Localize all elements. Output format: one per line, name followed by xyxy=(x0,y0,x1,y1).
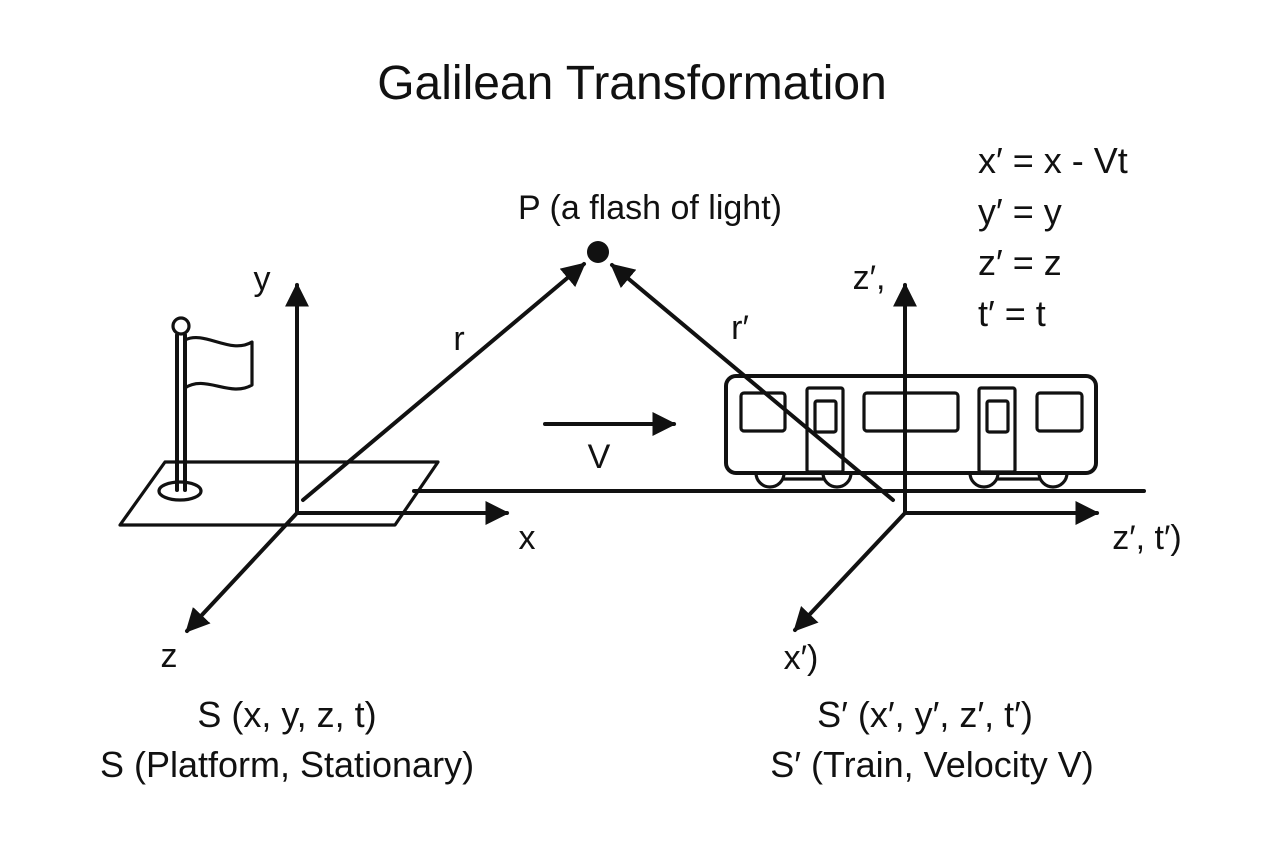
s-prime-horizontal-axis-label: z′, t′) xyxy=(1112,519,1181,557)
platform xyxy=(118,460,440,527)
equation-y: y′ = y xyxy=(978,191,1062,232)
s-z-axis-label: z xyxy=(161,637,178,675)
s-prime-frame-description: S′ (Train, Velocity V) xyxy=(770,744,1094,785)
train-icon xyxy=(724,374,1098,489)
r-vector xyxy=(301,262,586,502)
s-x-axis-label: x xyxy=(519,519,536,557)
s-prime-depth-axis xyxy=(793,511,907,632)
r-prime-vector xyxy=(610,263,895,502)
r-prime-vector-label: r′ xyxy=(731,309,749,347)
event-point-p xyxy=(587,241,609,263)
equation-x: x′ = x - Vt xyxy=(978,140,1128,181)
s-prime-depth-axis-label: x′) xyxy=(784,639,819,677)
s-y-axis-label: y xyxy=(254,260,271,298)
r-vector-label: r xyxy=(453,320,464,358)
s-prime-frame-coordinates: S′ (x′, y′, z′, t′) xyxy=(817,694,1033,735)
equation-z: z′ = z xyxy=(978,242,1062,283)
diagram-title: Galilean Transformation xyxy=(377,57,887,110)
velocity-label: V xyxy=(588,438,611,476)
s-prime-vertical-axis-label: z′, xyxy=(853,259,886,297)
flag-icon xyxy=(157,316,254,502)
s-frame-coordinates: S (x, y, z, t) xyxy=(197,694,376,735)
s-frame-description: S (Platform, Stationary) xyxy=(100,744,474,785)
equation-t: t′ = t xyxy=(978,293,1046,334)
s-z-axis xyxy=(185,511,299,633)
event-label: P (a flash of light) xyxy=(518,189,782,227)
